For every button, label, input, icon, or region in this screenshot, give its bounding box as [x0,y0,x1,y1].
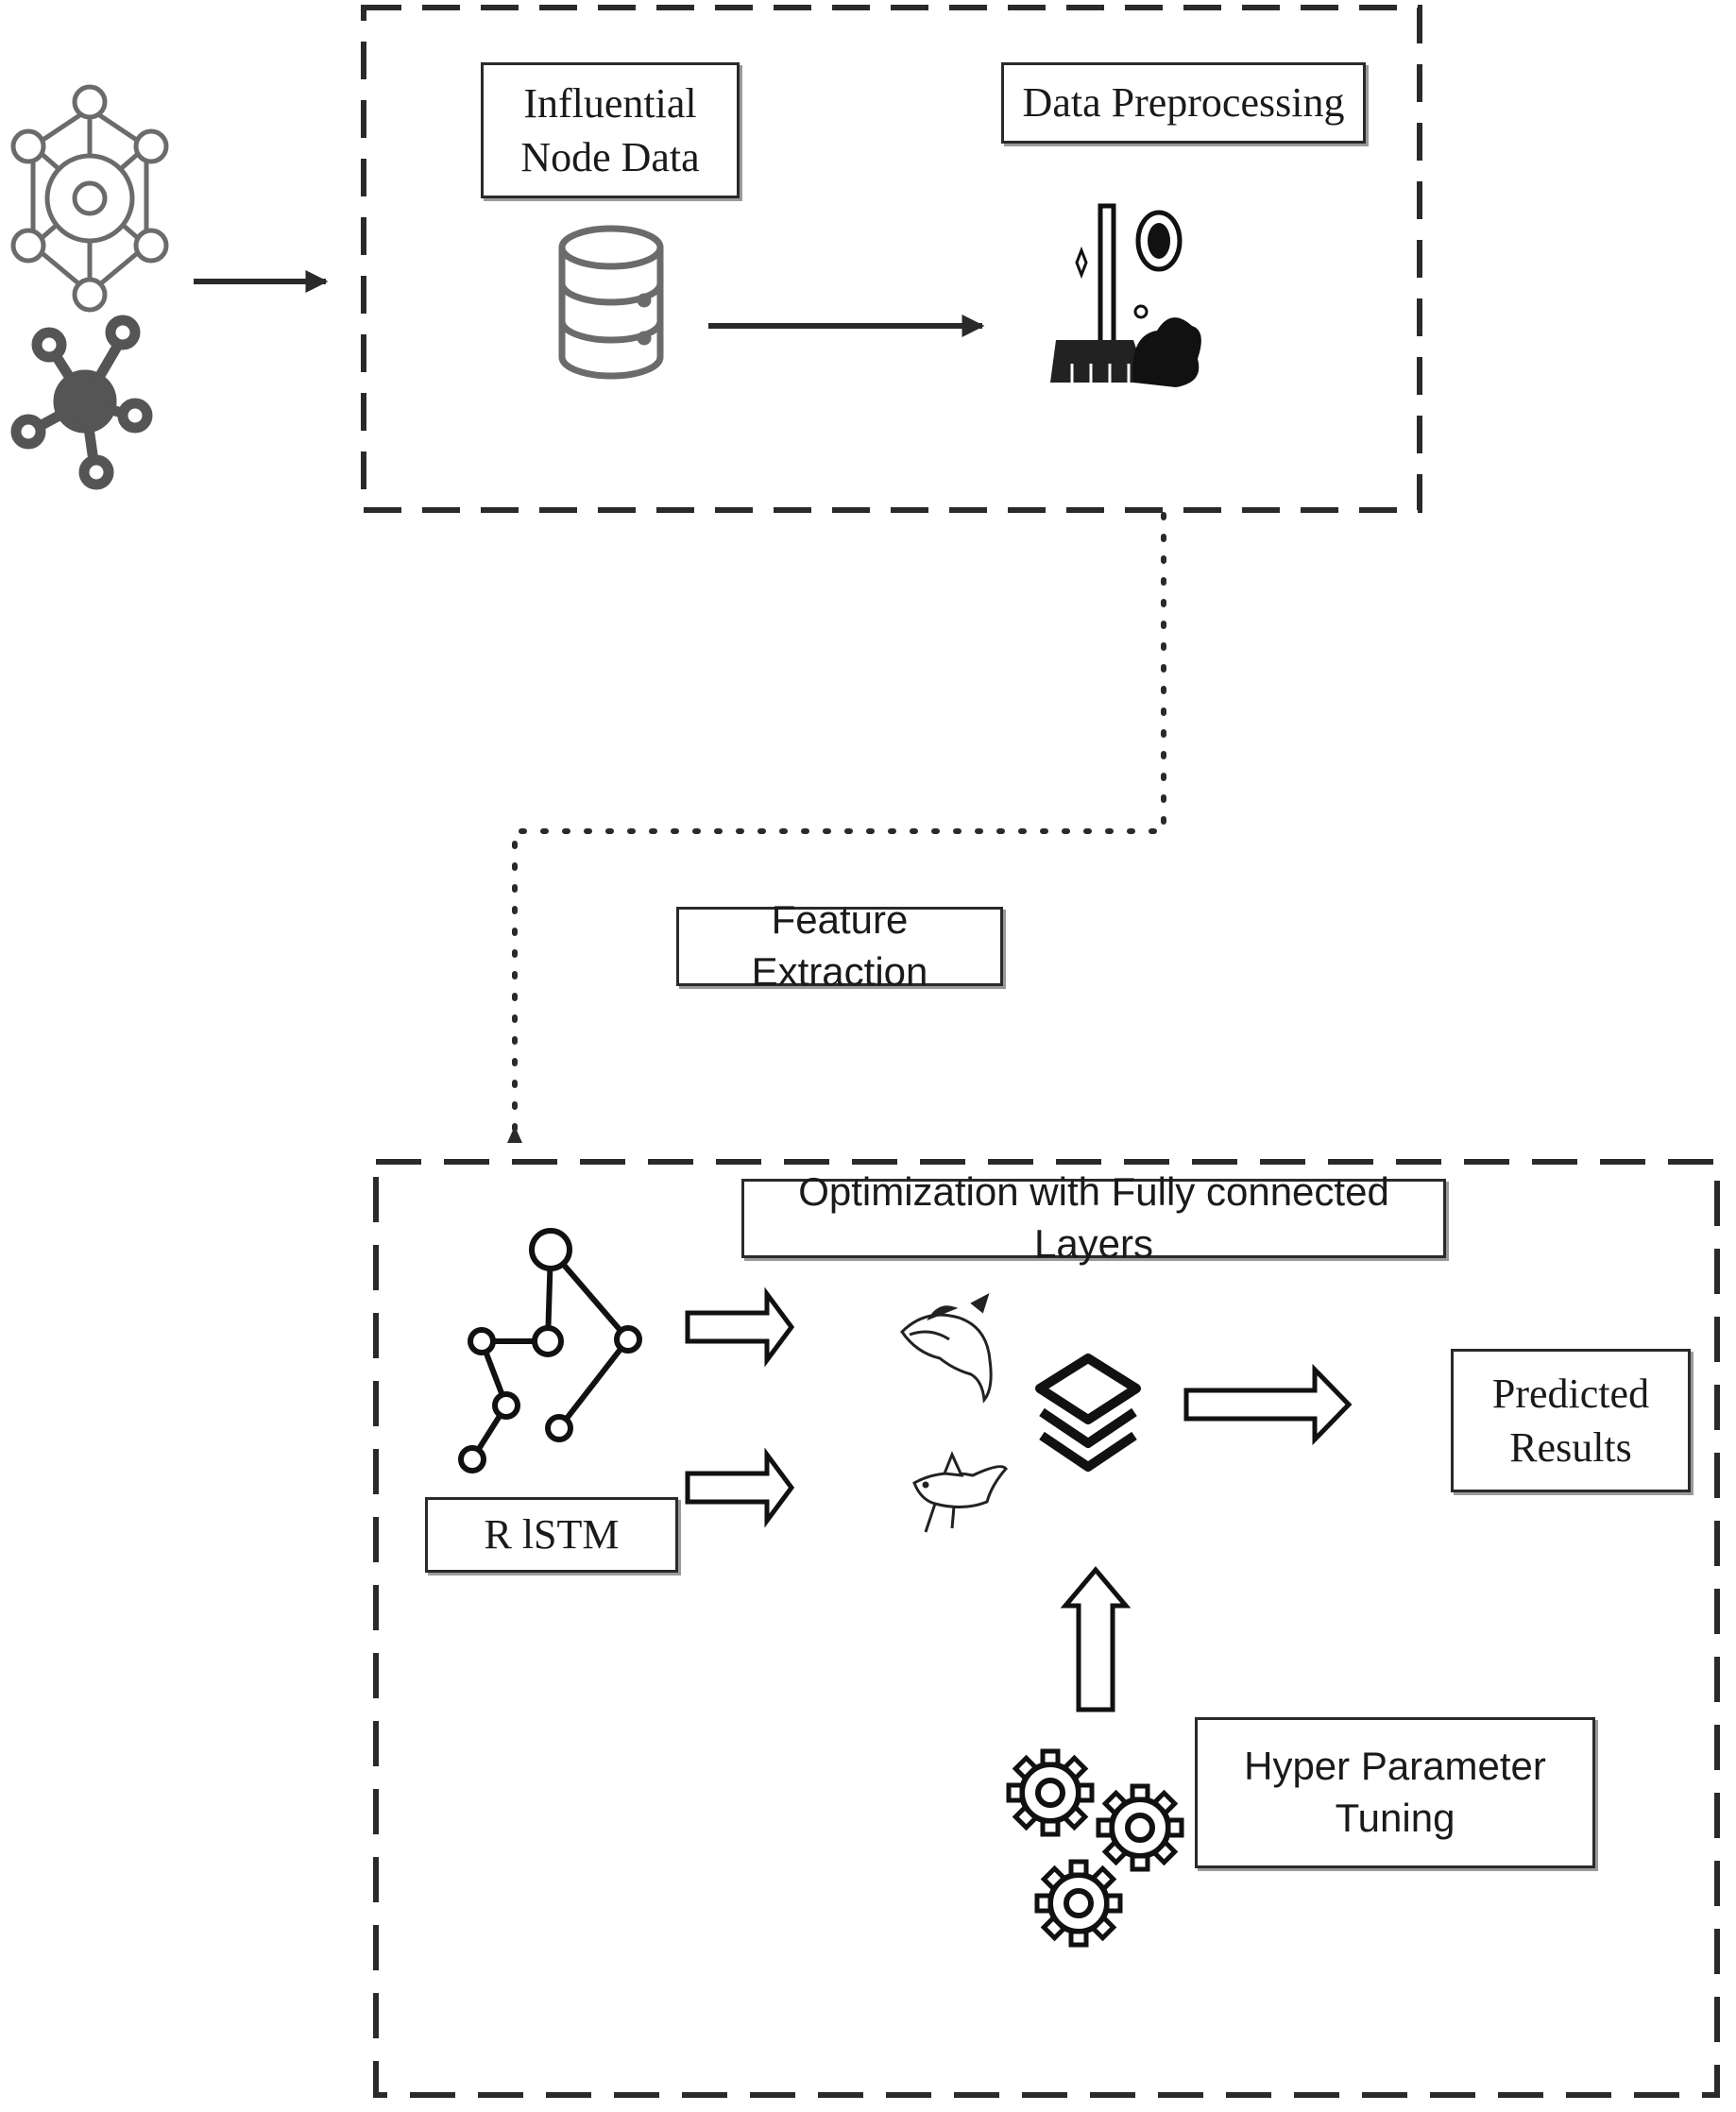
gear-icon [1098,1786,1182,1869]
graph-network-icon [458,1228,642,1473]
hollow-arrow-upper [685,1286,795,1368]
stage2-dashed-container [373,1159,1720,2098]
hyper-parameter-tuning-label: Hyper Parameter Tuning [1195,1717,1595,1868]
hollow-arrow-lower [685,1447,795,1528]
molecule-network-icon [10,315,153,490]
connector-arrowhead [507,1126,522,1143]
broom-cleaning-icon [1050,203,1201,387]
database-icon [558,225,664,380]
gear-icon [1037,1862,1120,1945]
gear-icon [1009,1751,1092,1834]
layers-stack-icon [1035,1354,1141,1472]
influential-node-data-label: Influential Node Data [481,62,740,198]
feature-extraction-connector [512,512,1166,1136]
network-hexagon-icon [10,84,169,313]
hollow-arrow-up-tuning [1060,1566,1132,1712]
optimization-label: Optimization with Fully connected Layers [741,1169,1446,1266]
shark-icon [912,1451,1008,1533]
stage1-dashed-container [361,5,1422,513]
rlstm-label: R lSTM [425,1497,678,1573]
predicted-results-label: Predicted Results [1451,1349,1691,1492]
hollow-arrow-output [1183,1363,1353,1446]
feature-extraction-label: Feature Extraction [676,897,1003,994]
data-preprocessing-label: Data Preprocessing [1001,62,1366,144]
whale-icon [900,1292,993,1404]
